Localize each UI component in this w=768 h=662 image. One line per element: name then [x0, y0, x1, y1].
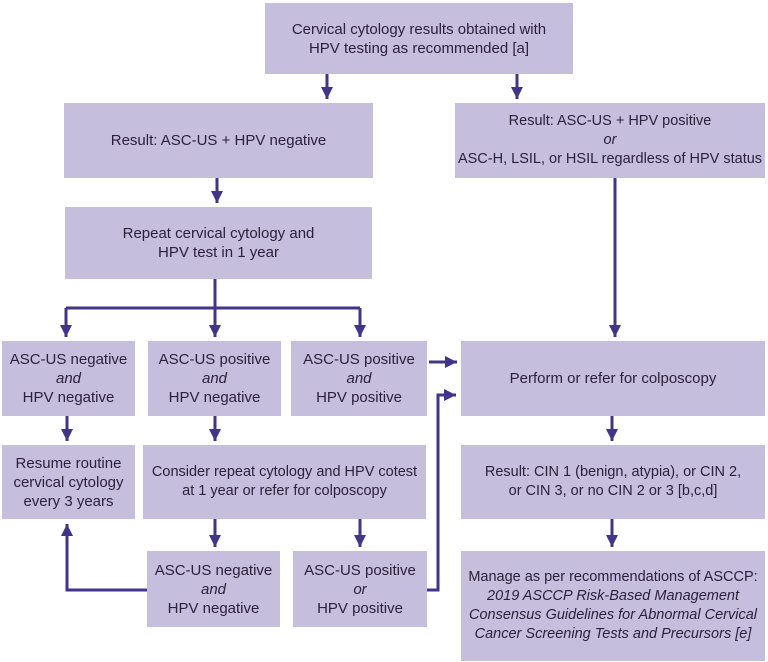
node-result-ascus-hpv-positive: Result: ASC-US + HPV positive or ASC-H, … — [455, 103, 765, 178]
arrow-pospos2-to-colposcopy — [427, 389, 456, 592]
node-cin-line2: or CIN 3, or no CIN 2 or 3 [b,c,d] — [508, 483, 718, 499]
node-consider-line2: at 1 year or refer for colposcopy — [182, 483, 387, 499]
node-repeat-cytology: Repeat cervical cytology and HPV test in… — [65, 207, 372, 279]
node-posneg-line3: HPV negative — [168, 389, 261, 406]
node-colposcopy: Perform or refer for colposcopy — [461, 341, 765, 416]
node-rnegneg-line3: HPV negative — [167, 599, 260, 617]
node-rpospos-line3: HPV positive — [317, 599, 403, 617]
node-result-positive-line1: Result: ASC-US + HPV positive — [508, 113, 712, 129]
arrow-feedback-to-resume — [61, 524, 147, 592]
node-repeat-line2: HPV test in 1 year — [158, 244, 279, 261]
node-pospos-and: and — [346, 370, 372, 387]
node-manage-line3: Consensus Guidelines for Abnormal Cervic… — [469, 607, 757, 623]
node-result-positive-line3: ASC-H, LSIL, or HSIL regardless of HPV s… — [457, 151, 763, 167]
node-pospos-line3: HPV positive — [316, 389, 402, 406]
node-start-line2: HPV testing as recommended [a] — [308, 39, 530, 57]
node-start-line1: Cervical cytology results obtained with — [291, 20, 547, 38]
node-rnegneg-line1: ASC-US negative — [154, 561, 273, 579]
node-rpospos-or: or — [353, 580, 367, 598]
node-manage-line1: Manage as per recommendations of ASCCP: — [468, 569, 758, 585]
node-consider-repeat: Consider repeat cytology and HPV cotest … — [143, 445, 426, 519]
node-manage-asccp: Manage as per recommendations of ASCCP: … — [461, 551, 765, 661]
node-rpospos-line1: ASC-US positive — [304, 561, 416, 579]
node-cin-result: Result: CIN 1 (benign, atypia), or CIN 2… — [461, 445, 765, 519]
node-result-ascus-hpv-negative: Result: ASC-US + HPV negative — [64, 103, 373, 178]
node-consider-line1: Consider repeat cytology and HPV cotest — [151, 464, 418, 480]
node-resume-routine: Resume routine cervical cytology every 3… — [2, 445, 135, 519]
node-negneg-line3: HPV negative — [22, 389, 115, 406]
node-ascus-neg-hpv-neg: ASC-US negative and HPV negative — [2, 341, 135, 416]
node-posneg-line1: ASC-US positive — [158, 351, 271, 368]
node-cin-line1: Result: CIN 1 (benign, atypia), or CIN 2… — [484, 464, 742, 480]
node-repeat-line1: Repeat cervical cytology and — [122, 225, 315, 242]
node-manage-line4: Cancer Screening Tests and Precursors [e… — [474, 626, 752, 642]
node-rnegneg-and: and — [200, 580, 227, 598]
node-resume-line1: Resume routine — [15, 454, 122, 472]
node-repeat-ascus-neg-hpv-neg: ASC-US negative and HPV negative — [147, 551, 280, 627]
node-resume-line3: every 3 years — [23, 492, 114, 510]
node-colposcopy-line1: Perform or refer for colposcopy — [509, 370, 717, 387]
node-ascus-pos-hpv-neg: ASC-US positive and HPV negative — [148, 341, 281, 416]
node-start: Cervical cytology results obtained with … — [265, 3, 573, 74]
node-resume-line2: cervical cytology — [13, 473, 124, 491]
node-repeat-ascus-pos-or-hpv-pos: ASC-US positive or HPV positive — [293, 551, 427, 627]
node-ascus-pos-hpv-pos: ASC-US positive and HPV positive — [291, 341, 427, 416]
node-posneg-and: and — [201, 370, 228, 387]
node-manage-line2: 2019 ASCCP Risk-Based Management — [487, 588, 739, 604]
node-negneg-line1: ASC-US negative — [9, 351, 128, 368]
node-result-positive-or: or — [603, 132, 617, 148]
node-negneg-and: and — [55, 370, 82, 387]
node-pospos-line1: ASC-US positive — [303, 351, 415, 368]
node-result-negative-line1: Result: ASC-US + HPV negative — [110, 132, 327, 149]
